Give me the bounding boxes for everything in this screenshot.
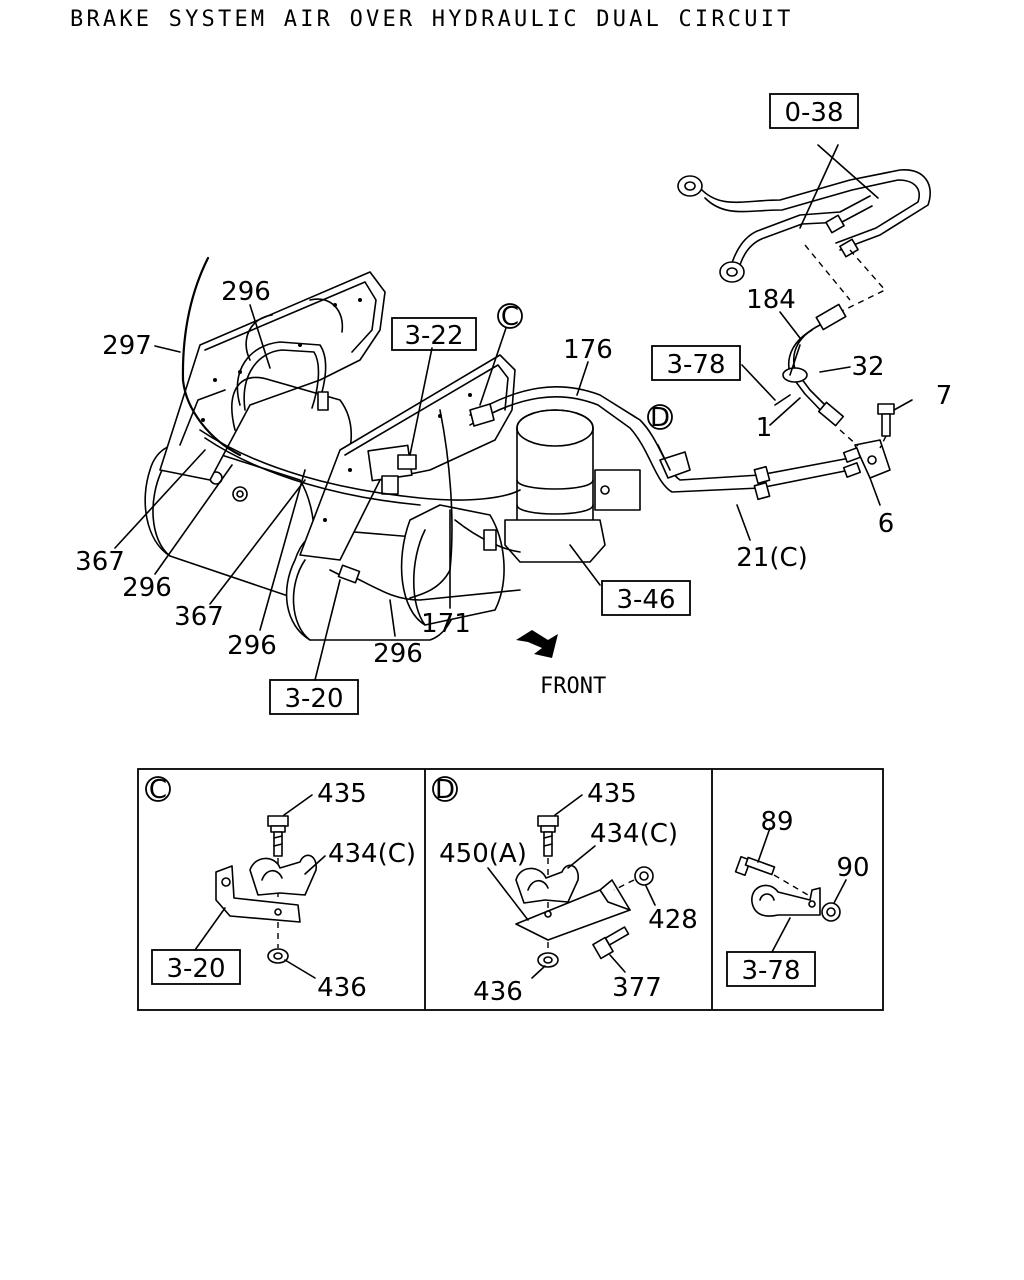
diagram-title: BRAKE SYSTEM AIR OVER HYDRAULIC DUAL CIR… [70, 7, 794, 32]
part-296-bottom: 296 [373, 639, 423, 669]
panel-e-part-89: 89 [760, 807, 793, 837]
ref-3-20: 3-20 [284, 684, 343, 714]
front-label: FRONT [540, 674, 606, 699]
part-184: 184 [746, 285, 796, 315]
rear-frame-plate [159, 271, 386, 481]
detail-panel-3-78: 89 90 3-78 [726, 807, 870, 987]
callout-d-circle [647, 404, 673, 430]
part-176: 176 [563, 335, 613, 365]
bracket-6-and-bolt-7 [753, 403, 895, 501]
ref-3-46: 3-46 [616, 585, 675, 615]
part-297: 297 [102, 331, 152, 361]
air-dryer [504, 409, 641, 563]
ref-3-22: 3-22 [404, 321, 463, 351]
ref-box-3-46 [601, 580, 691, 616]
part-296-left: 296 [122, 573, 172, 603]
part-171: 171 [421, 609, 471, 639]
air-lines [181, 256, 851, 601]
panel-c-part-434c: 434(C) [328, 839, 416, 869]
part-32: 32 [851, 352, 884, 382]
part-296-mid: 296 [227, 631, 277, 661]
panel-d-part-435: 435 [587, 779, 637, 809]
ref-box-3-78 [651, 345, 741, 381]
panel-d-part-428: 428 [648, 905, 698, 935]
ref-box-3-20 [269, 679, 359, 715]
ref-box-0-38 [769, 93, 859, 129]
panel-d-part-450a: 450(A) [439, 839, 527, 869]
detail-panel-d: D [432, 775, 698, 1007]
panel-e-ref-box-3-78 [726, 951, 816, 987]
part-296-top: 296 [221, 277, 271, 307]
panel-c-ref-3-20: 3-20 [166, 954, 225, 984]
ref-3-78: 3-78 [666, 350, 725, 380]
part-6: 6 [878, 509, 895, 539]
panel-d-part-434c: 434(C) [590, 819, 678, 849]
part-7: 7 [936, 381, 953, 411]
callout-c-circle [497, 303, 523, 329]
ref-box-3-22 [391, 317, 477, 351]
detail-panel-c: C 435 434(C) 436 [145, 775, 416, 1003]
panel-d-part-377: 377 [612, 973, 662, 1003]
callout-c: C [501, 302, 519, 332]
detail-panels: C 435 434(C) 436 [137, 768, 884, 1011]
clip-c [469, 403, 495, 427]
front-arrow-icon [516, 630, 558, 658]
panel-c-ref-box-3-20 [151, 949, 241, 985]
main-assembly: FRONT 0- [75, 93, 953, 715]
panel-d-callout: D [435, 775, 455, 805]
relay-valve [367, 444, 417, 495]
part-367-left: 367 [75, 547, 125, 577]
part-367-mid: 367 [174, 602, 224, 632]
brake-hose-fitting [774, 303, 847, 427]
clip-d [659, 451, 691, 479]
part-21c: 21(C) [736, 543, 808, 573]
panel-d-part-436: 436 [473, 977, 523, 1007]
panel-c-callout: C [149, 775, 167, 805]
panel-e-ref-3-78: 3-78 [741, 956, 800, 986]
panel-e-part-90: 90 [836, 853, 869, 883]
leader-lines [114, 144, 913, 681]
ref-0-38: 0-38 [784, 98, 843, 128]
panel-c-part-435: 435 [317, 779, 367, 809]
panel-c-part-436: 436 [317, 973, 367, 1003]
part-1: 1 [756, 413, 773, 443]
pipe-assembly-0-38 [677, 169, 931, 313]
detail-panel-frame [137, 768, 884, 1011]
callout-d: D [650, 403, 670, 433]
